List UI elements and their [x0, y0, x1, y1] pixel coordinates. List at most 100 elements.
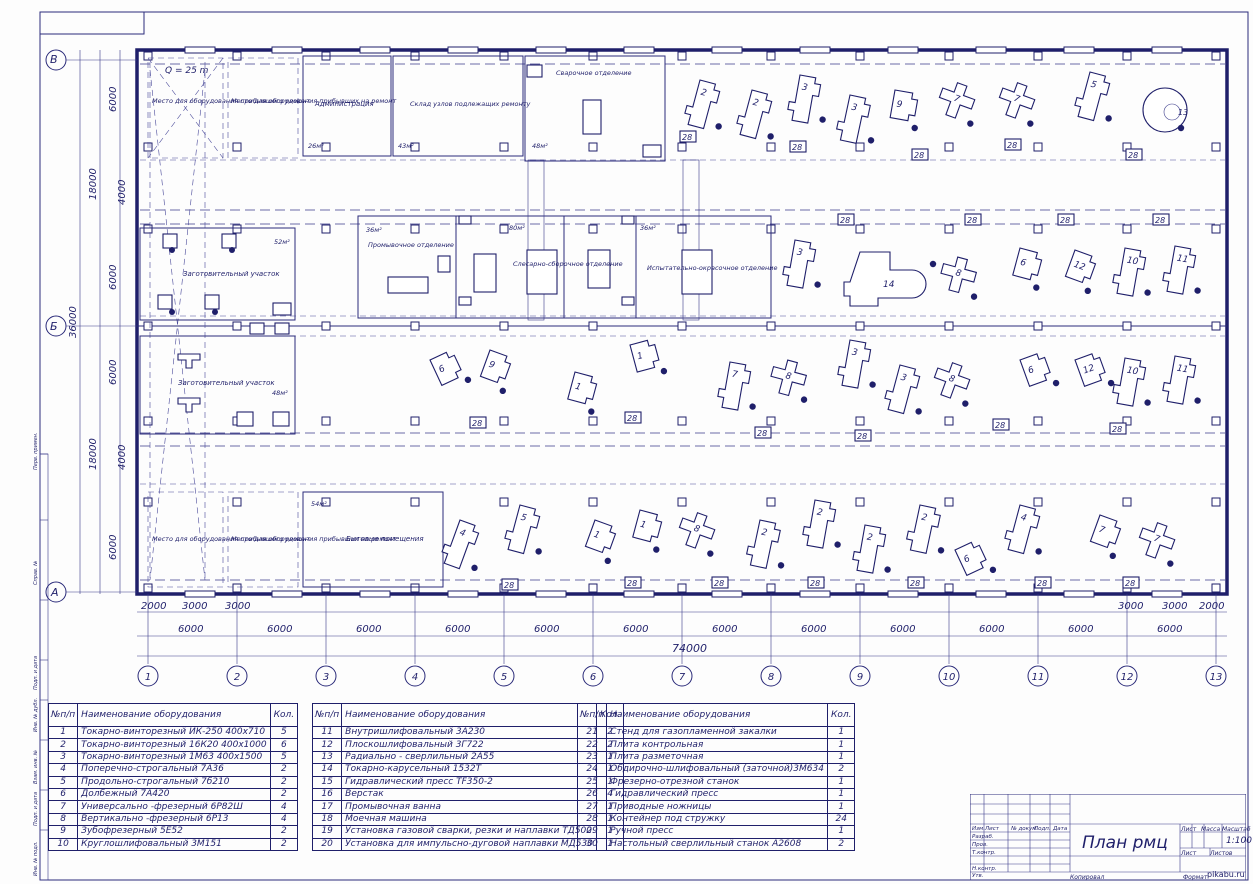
- equipment-name: Установка газовой сварки, резки и наплав…: [341, 825, 597, 839]
- vertical-half-top: 18000: [88, 168, 99, 200]
- axis-bubble-label: 4: [412, 672, 418, 683]
- svg-text:3: 3: [801, 83, 809, 94]
- equipment-qty: 2: [269, 775, 299, 789]
- windows-bottom: [184, 590, 1183, 598]
- chip-container: 28: [1125, 148, 1143, 161]
- svg-text:5: 5: [519, 513, 527, 524]
- equipment-name: Долбежный 7А420: [77, 787, 271, 802]
- svg-text:7: 7: [731, 370, 739, 381]
- svg-text:3: 3: [899, 373, 907, 384]
- side-label-1: Справ. №: [33, 560, 39, 585]
- svg-text:10: 10: [1126, 366, 1139, 378]
- svg-text:7: 7: [952, 94, 961, 105]
- equipment-qty: 1: [826, 825, 856, 839]
- equipment-qty: 2: [269, 837, 299, 851]
- equipment-name: Плита контрольная: [606, 738, 828, 752]
- side-label-5: Подп. и дата: [33, 791, 39, 826]
- svg-text:28: 28: [1125, 579, 1135, 588]
- machine-lathe: 11: [1162, 245, 1201, 295]
- machine-lathe: 4: [441, 519, 480, 572]
- equipment-name: Токарно-винторезный 1М63 400х1500: [77, 750, 271, 765]
- machine-mill: 7: [998, 82, 1036, 127]
- room-repair-bot-1: Место для оборудования прибывшего ремонт: [152, 535, 311, 543]
- machine-box: 1: [629, 339, 668, 375]
- span-dim-6: 6000: [623, 624, 648, 635]
- machine-mill: 7: [938, 82, 976, 127]
- svg-text:7: 7: [1152, 534, 1161, 545]
- axis-bubble-label: 11: [1032, 672, 1045, 683]
- span-dim-11: 6000: [1068, 624, 1093, 635]
- svg-text:28: 28: [840, 216, 850, 225]
- equipment-name: Круглошлифовальный 3М151: [77, 837, 271, 851]
- plan-labels: В Б А 74000 2000 3000 3000 3000 3000 200…: [50, 53, 1224, 655]
- right-dim-2000: 2000: [1199, 601, 1224, 612]
- equipment-number: 15: [311, 775, 343, 789]
- left-dim-3000a: 3000: [182, 601, 207, 612]
- svg-text:8: 8: [954, 268, 962, 279]
- vertical-part-2: 4000: [117, 180, 128, 205]
- chip-container: 28: [469, 416, 487, 429]
- machine-box: 9: [889, 89, 919, 132]
- equipment-number: 14: [311, 763, 343, 777]
- equipment-number: 4: [47, 763, 79, 777]
- machine-box: 9: [479, 349, 512, 395]
- axis-bubble-label: 7: [679, 672, 686, 683]
- equipment-name: Установка для импульсно-дуговой наплавки…: [341, 837, 597, 851]
- svg-text:5: 5: [1089, 80, 1097, 91]
- equipment-name: Универсально -фрезерный 6Р82Ш: [77, 800, 271, 814]
- equipment-name: Обдирочно-шлифовальный (заточной)3М634: [606, 763, 828, 777]
- equipment-name: Гидравлический пресс: [606, 787, 828, 802]
- room-repair-top-1: Место для оборудования прибывшего ремонт: [152, 97, 311, 105]
- equipment-number: 12: [311, 738, 343, 752]
- equipment-name: Стенд для газопламенной закалки: [606, 725, 828, 740]
- table-header-num: №п/п: [47, 703, 79, 727]
- svg-text:28: 28: [914, 151, 924, 160]
- equipment-qty: 1: [826, 750, 856, 765]
- svg-text:2: 2: [866, 533, 874, 544]
- span-dim-4: 6000: [445, 624, 470, 635]
- equipment-name: Вертикально -фрезерный 6Р13: [77, 812, 271, 827]
- chip-container: 28: [789, 140, 807, 153]
- stamp-rows-left-0: Изм.: [972, 826, 985, 832]
- axis-label-v: В: [50, 53, 58, 66]
- chip-container: 28: [992, 418, 1010, 431]
- dimension-lines: [79, 50, 1227, 657]
- svg-text:28: 28: [1128, 151, 1138, 160]
- side-label-3: Инв. № дубл.: [33, 697, 39, 732]
- equipment-qty: 1: [826, 775, 856, 789]
- table-header-qty: Кол.: [269, 703, 299, 727]
- equipment-qty: 5: [269, 725, 299, 740]
- stamp-sheet-count-label: Лист: [1181, 850, 1197, 857]
- chip-container: 28: [907, 576, 925, 589]
- svg-text:28: 28: [1037, 579, 1047, 588]
- machine-lathe: 2: [745, 519, 785, 569]
- svg-text:2: 2: [816, 508, 824, 519]
- svg-text:4: 4: [1019, 513, 1027, 524]
- svg-text:8: 8: [692, 524, 701, 535]
- axis-label-a: А: [50, 586, 59, 599]
- left-dim-2000: 2000: [141, 601, 166, 612]
- equipment-number: 10: [47, 837, 79, 851]
- axis-bubble-label: 6: [590, 672, 596, 683]
- svg-text:28: 28: [1060, 216, 1070, 225]
- machine-lathe: 5: [1074, 71, 1112, 122]
- chip-container: 28: [624, 576, 642, 589]
- span-dim-12: 6000: [1157, 624, 1182, 635]
- machine-lathe: 2: [905, 504, 945, 554]
- vertical-part-6: 6000: [108, 535, 119, 560]
- machine-box: 6: [1019, 353, 1060, 388]
- equipment-qty: 1: [826, 725, 856, 740]
- machine-lathe: 2: [684, 79, 722, 130]
- machine-lathe: 3: [782, 239, 821, 289]
- axis-bubble-label: 9: [857, 672, 863, 683]
- room-repair-top-2: Место для оборудования прибывших на ремо…: [231, 97, 397, 105]
